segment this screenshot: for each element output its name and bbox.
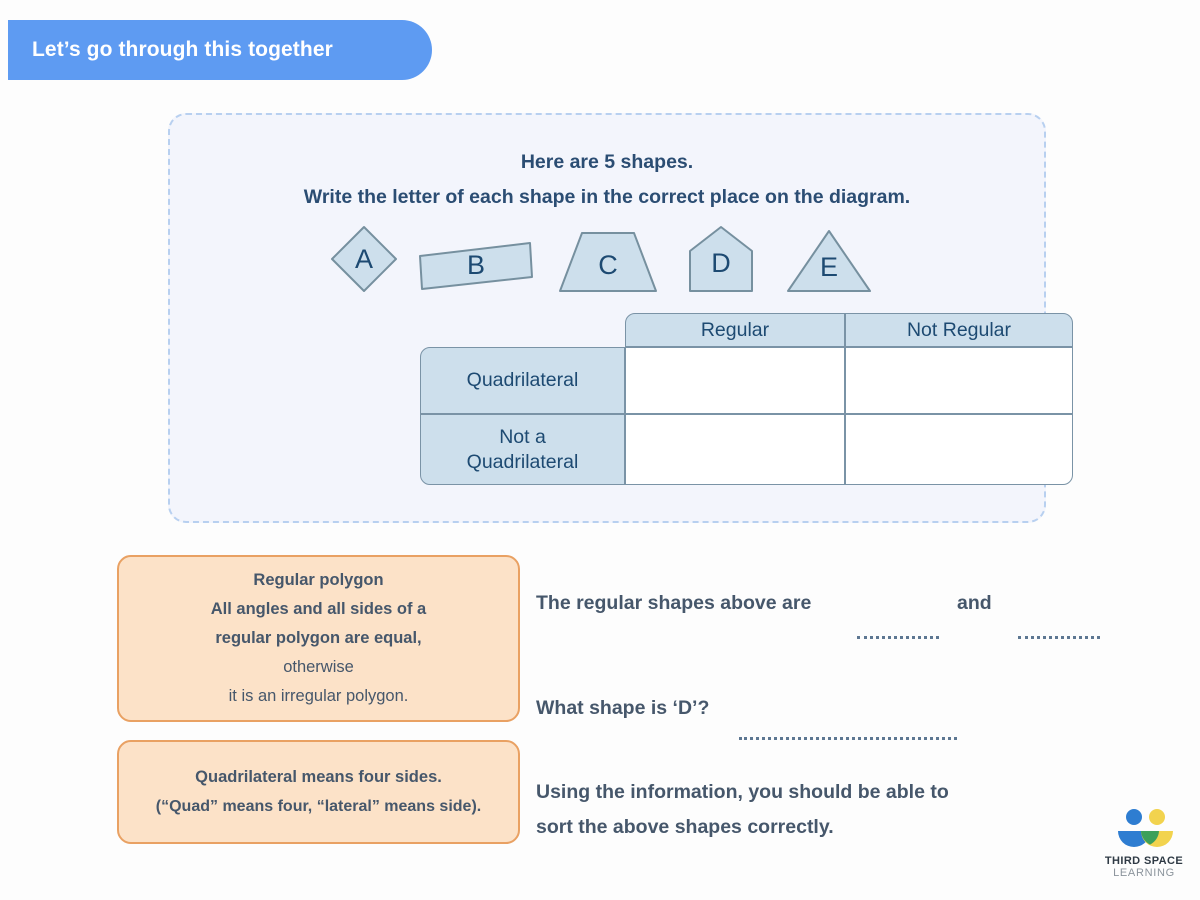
info-quad-line2: (“Quad” means four, “lateral” means side… bbox=[155, 798, 482, 815]
question-2-text: What shape is ‘D’? bbox=[536, 697, 710, 719]
task-panel: Here are 5 shapes. Write the letter of e… bbox=[168, 113, 1073, 523]
info-regular-line5: it is an irregular polygon. bbox=[228, 687, 409, 705]
info-box-quadrilateral: Quadrilateral means four sides. (“Quad” … bbox=[117, 740, 520, 844]
sorting-table: Regular Not Regular Quadrilateral Not a … bbox=[252, 313, 1073, 501]
answer-blank-3[interactable] bbox=[739, 737, 957, 740]
logo-mark-icon bbox=[1118, 809, 1173, 847]
table-cell-quadrilateral-not-regular[interactable] bbox=[845, 347, 1073, 414]
pentagon-icon bbox=[689, 226, 753, 292]
logo-text-main: THIRD SPACE bbox=[1104, 855, 1184, 867]
instruction-line-1: Here are 5 shapes. bbox=[520, 151, 694, 173]
shape-b-rectangle: B bbox=[418, 241, 534, 291]
question-1-prefix: The regular shapes above are bbox=[536, 592, 812, 614]
question-1-joiner: and bbox=[957, 592, 992, 614]
shape-c-letter: C bbox=[598, 249, 618, 280]
shape-d-letter: D bbox=[711, 247, 731, 278]
table-row-label-not-quadrilateral: Not a Quadrilateral bbox=[420, 414, 625, 485]
shape-b-letter: B bbox=[466, 249, 485, 280]
shape-d-pentagon: D bbox=[688, 225, 754, 293]
info-regular-line4: otherwise bbox=[283, 658, 354, 676]
diamond-icon bbox=[331, 226, 397, 292]
table-cell-not-quadrilateral-regular[interactable] bbox=[625, 414, 845, 485]
shape-e-letter: E bbox=[819, 251, 838, 282]
shapes-row: A B C D bbox=[320, 223, 900, 303]
info-quad-line1: Quadrilateral means four sides. bbox=[195, 768, 442, 786]
rectangle-tilted-icon bbox=[419, 242, 533, 290]
trapezoid-icon bbox=[559, 232, 657, 292]
table-row-label-quadrilateral: Quadrilateral bbox=[420, 347, 625, 414]
table-cell-quadrilateral-regular[interactable] bbox=[625, 347, 845, 414]
shape-a-diamond: A bbox=[330, 225, 398, 293]
question-3-line-1: Using the information, you should be abl… bbox=[536, 781, 949, 803]
third-space-learning-logo: THIRD SPACE LEARNING bbox=[1094, 808, 1194, 892]
table-cell-not-quadrilateral-not-regular[interactable] bbox=[845, 414, 1073, 485]
table-header-regular: Regular bbox=[625, 313, 845, 347]
logo-text-sub: LEARNING bbox=[1113, 867, 1175, 879]
info-regular-line2: All angles and all sides of a bbox=[210, 600, 427, 618]
row-label-notquad-line1: Not a bbox=[499, 425, 546, 448]
header-banner: Let’s go through this together bbox=[8, 20, 432, 80]
table-header-not-regular: Not Regular bbox=[845, 313, 1073, 347]
info-box-regular-polygon: Regular polygon All angles and all sides… bbox=[117, 555, 520, 722]
info-regular-line3: regular polygon are equal, bbox=[215, 629, 422, 647]
instruction-line-2: Write the letter of each shape in the co… bbox=[303, 186, 911, 208]
header-banner-label: Let’s go through this together bbox=[32, 38, 333, 61]
info-regular-line1: Regular polygon bbox=[253, 571, 384, 589]
shape-c-trapezoid: C bbox=[558, 231, 658, 293]
shape-e-triangle: E bbox=[786, 229, 872, 293]
answer-blank-1[interactable] bbox=[857, 636, 939, 639]
triangle-icon bbox=[787, 230, 871, 292]
shape-a-letter: A bbox=[354, 243, 373, 274]
row-label-notquad-line2: Quadrilateral bbox=[466, 450, 579, 473]
answer-blank-2[interactable] bbox=[1018, 636, 1100, 639]
question-3-line-2: sort the above shapes correctly. bbox=[536, 816, 834, 838]
